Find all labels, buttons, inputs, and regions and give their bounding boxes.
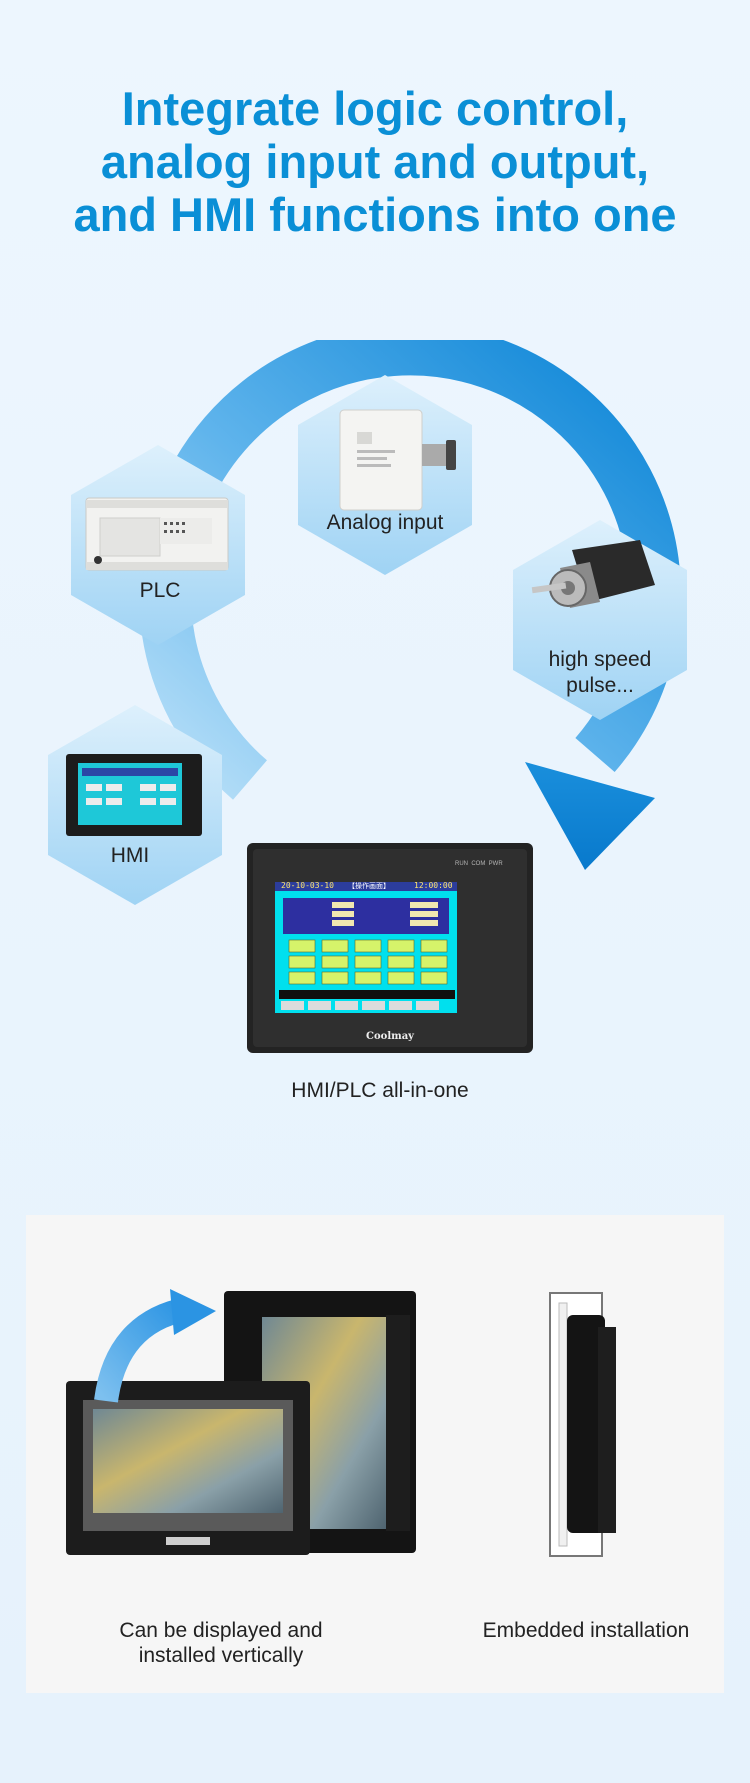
label-high-speed-pulse: high speed pulse... xyxy=(525,647,675,699)
plc-image xyxy=(85,497,229,571)
servo-motor-image xyxy=(531,540,655,608)
cycle-diagram: PLC Analog input high speed pulse... HMI… xyxy=(0,323,750,1120)
caption-vertical-line1: Can be displayed and xyxy=(119,1619,323,1642)
screen-title: 【操作画面】 xyxy=(348,882,390,890)
features-graphic xyxy=(66,1289,616,1557)
caption-vertical-install: Can be displayed and installed verticall… xyxy=(96,1618,346,1668)
label-pulse-line2: pulse... xyxy=(566,674,634,697)
label-pulse-line1: high speed xyxy=(548,648,652,671)
device-led-labels: RUN COM PWR xyxy=(455,861,503,867)
horizontal-device-image xyxy=(66,1381,310,1555)
label-plc: PLC xyxy=(139,579,181,602)
label-hmi-plc-all-in-one: HMI/PLC all-in-one xyxy=(291,1079,469,1102)
title-line-2: analog input and output, xyxy=(100,135,650,188)
screen-time: 12:00:00 xyxy=(414,881,453,890)
title-line-3: and HMI functions into one xyxy=(73,188,677,241)
caption-vertical-line2: installed vertically xyxy=(138,1644,304,1667)
vertical-device-image xyxy=(224,1291,416,1553)
device-brand-logo: Coolmay xyxy=(366,1031,414,1042)
page-title: Integrate logic control, analog input an… xyxy=(0,82,750,241)
label-hmi: HMI xyxy=(110,844,150,867)
embedded-device-image xyxy=(549,1292,616,1557)
hmi-plc-device xyxy=(247,843,533,1053)
rotate-arrow-icon xyxy=(94,1297,189,1403)
cycle-ring-graphic xyxy=(48,323,687,1053)
features-panel: Can be displayed and installed verticall… xyxy=(26,1215,724,1693)
label-analog-input: Analog input xyxy=(326,511,444,534)
caption-embedded-install: Embedded installation xyxy=(482,1619,690,1642)
cycle-arrow-head xyxy=(525,762,655,870)
hmi-small-image xyxy=(66,754,202,836)
title-line-1: Integrate logic control, xyxy=(121,82,629,135)
screen-date: 20-10-03-10 xyxy=(281,881,334,890)
analog-module-image xyxy=(339,409,456,511)
